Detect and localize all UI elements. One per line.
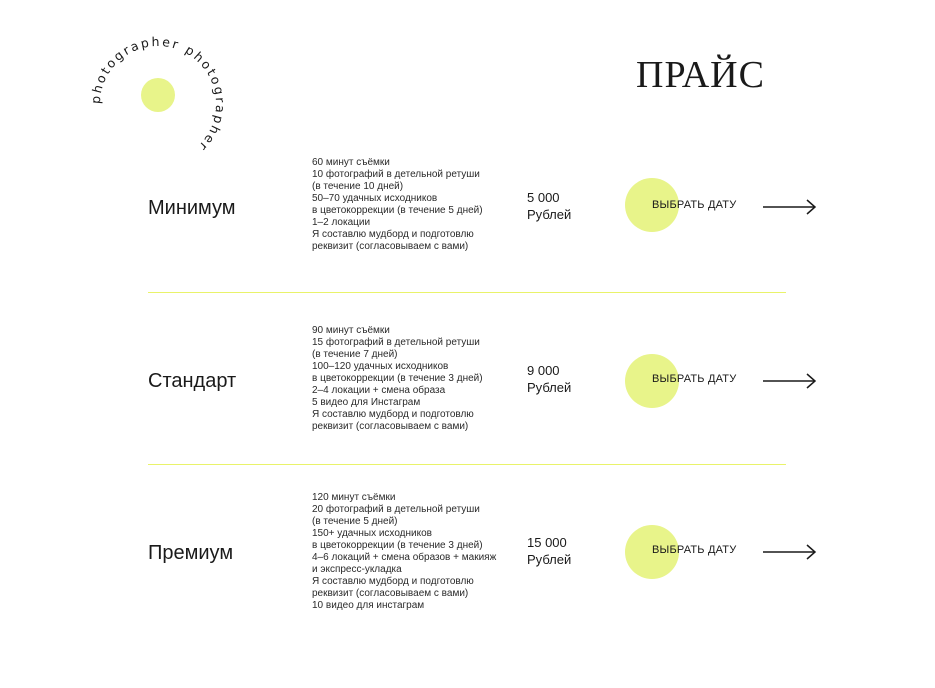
feature-item: реквизит (согласовываем с вами)	[312, 241, 469, 252]
feature-item: 5 видео для Инстаграм	[312, 397, 421, 408]
feature-item: 100–120 удачных исходников	[312, 361, 449, 372]
price-currency: Рублей	[527, 552, 572, 567]
logo-dot	[141, 78, 175, 112]
feature-item: реквизит (согласовываем с вами)	[312, 421, 469, 432]
feature-item: 1–2 локации	[312, 217, 371, 228]
feature-item: (в течение 5 дней)	[312, 516, 398, 527]
button-accent-circle	[625, 525, 679, 579]
page-title: ПРАЙС	[636, 54, 765, 96]
feature-item: 90 минут съёмки	[312, 325, 390, 336]
arrow-right-icon[interactable]	[762, 373, 818, 389]
arrow-right-icon[interactable]	[762, 544, 818, 560]
feature-item: Я составлю мудборд и подготовлю	[312, 409, 474, 420]
feature-item: 50–70 удачных исходников	[312, 193, 438, 204]
feature-item: 60 минут съёмки	[312, 157, 390, 168]
feature-item: реквизит (согласовываем с вами)	[312, 588, 469, 599]
plan-price: 15 000 Рублей	[527, 534, 571, 568]
feature-item: 15 фотографий в детельной ретуши	[312, 337, 480, 348]
choose-date-button[interactable]: ВЫБРАТЬ ДАТУ	[652, 199, 737, 211]
plan-name: Премиум	[148, 542, 234, 564]
plan-price: 5 000 Рублей	[527, 189, 571, 223]
plan-divider	[148, 292, 786, 293]
button-accent-circle	[625, 354, 679, 408]
feature-item: (в течение 10 дней)	[312, 181, 404, 192]
price-amount: 15 000	[527, 535, 567, 550]
feature-item: и экспресс-укладка	[312, 564, 402, 575]
plan-divider	[148, 464, 786, 465]
button-accent-circle	[625, 178, 679, 232]
feature-item: 10 фотографий в детельной ретуши	[312, 169, 480, 180]
feature-item: в цветокоррекции (в течение 3 дней)	[312, 373, 483, 384]
price-amount: 5 000	[527, 190, 560, 205]
plan-name: Минимум	[148, 197, 236, 219]
price-currency: Рублей	[527, 380, 572, 395]
photographer-logo: photographer photographer	[83, 29, 233, 179]
feature-item: Я составлю мудборд и подготовлю	[312, 576, 474, 587]
plan-name: Стандарт	[148, 370, 237, 392]
feature-item: 150+ удачных исходников	[312, 528, 432, 539]
feature-item: 2–4 локации + смена образа	[312, 385, 446, 396]
feature-item: в цветокоррекции (в течение 3 дней)	[312, 540, 483, 551]
feature-item: (в течение 7 дней)	[312, 349, 398, 360]
feature-item: в цветокоррекции (в течение 5 дней)	[312, 205, 483, 216]
feature-item: 4–6 локаций + смена образов + макияж	[312, 552, 497, 563]
price-amount: 9 000	[527, 363, 560, 378]
plan-features: 90 минут съёмки 15 фотографий в детельно…	[312, 325, 483, 433]
plan-features: 120 минут съёмки 20 фотографий в детельн…	[312, 492, 496, 612]
plan-features: 60 минут съёмки 10 фотографий в детельно…	[312, 157, 483, 253]
feature-item: 20 фотографий в детельной ретуши	[312, 504, 480, 515]
choose-date-button[interactable]: ВЫБРАТЬ ДАТУ	[652, 373, 737, 385]
feature-item: Я составлю мудборд и подготовлю	[312, 229, 474, 240]
plan-price: 9 000 Рублей	[527, 362, 571, 396]
price-currency: Рублей	[527, 207, 572, 222]
logo-ring-svg: photographer photographer	[88, 34, 226, 155]
feature-item: 10 видео для инстаграм	[312, 600, 425, 611]
arrow-right-icon[interactable]	[762, 199, 818, 215]
feature-item: 120 минут съёмки	[312, 492, 396, 503]
choose-date-button[interactable]: ВЫБРАТЬ ДАТУ	[652, 544, 737, 556]
